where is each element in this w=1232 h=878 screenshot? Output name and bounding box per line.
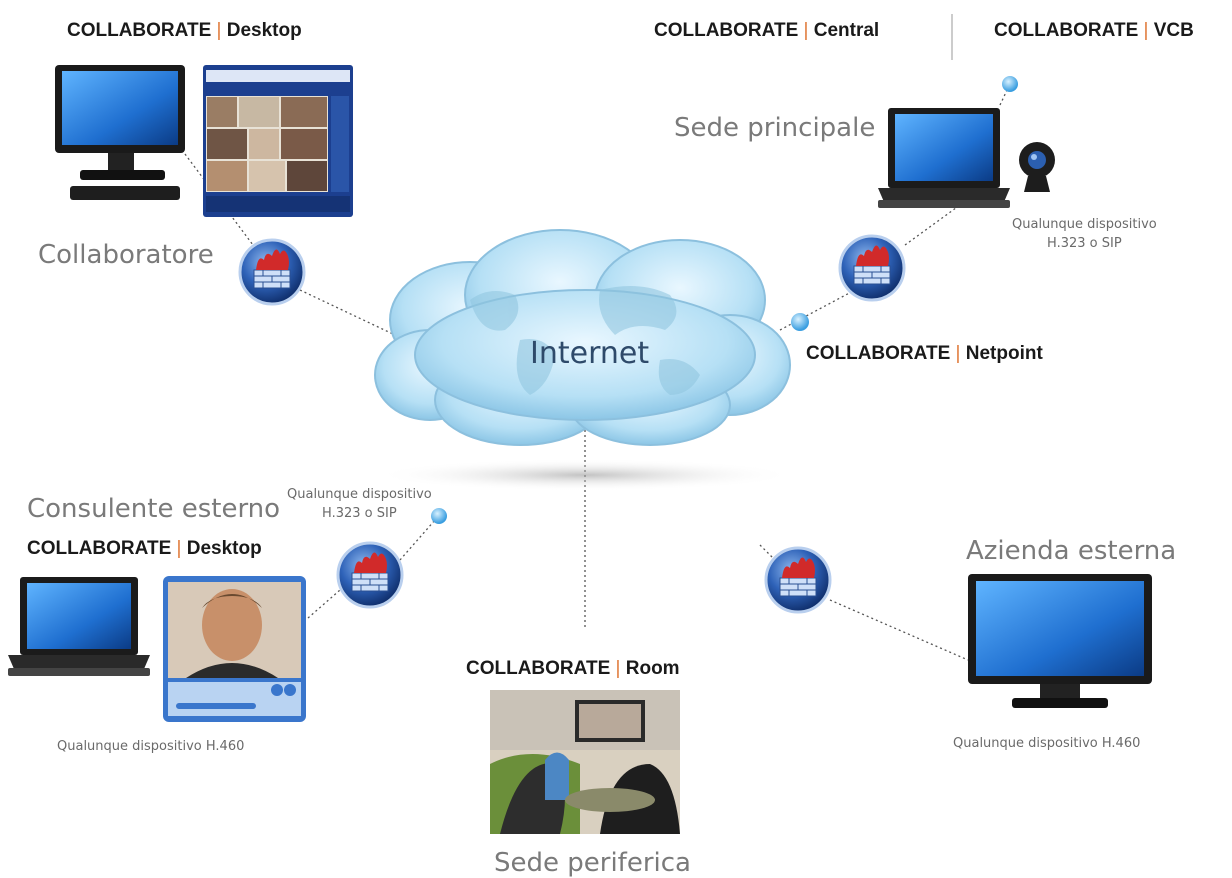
cloud-icon bbox=[374, 229, 791, 446]
video-app-screenshot bbox=[203, 65, 353, 217]
monitor-icon bbox=[55, 65, 185, 200]
laptop-icon bbox=[8, 577, 150, 676]
firewall-icon bbox=[238, 238, 306, 306]
product-label-netpoint: COLLABORATE | Netpoint bbox=[806, 343, 1043, 364]
internet-label: Internet bbox=[530, 336, 650, 371]
note-mid-left: Qualunque dispositivo H.323 o SIP bbox=[287, 487, 432, 521]
place-azienda-esterna: Azienda esterna bbox=[966, 536, 1177, 566]
firewall-icon bbox=[838, 234, 906, 302]
cloud-shadow bbox=[375, 459, 795, 491]
product-label-desktop-top: COLLABORATE | Desktop bbox=[67, 20, 302, 41]
monitor-icon bbox=[968, 574, 1152, 708]
video-call-window bbox=[163, 576, 306, 722]
firewall-icon bbox=[336, 541, 404, 609]
place-sede-periferica: Sede periferica bbox=[494, 848, 691, 878]
place-collaboratore: Collaboratore bbox=[38, 240, 214, 270]
note-bottom-right: Qualunque dispositivo H.460 bbox=[953, 736, 1141, 751]
product-label-vcb: COLLABORATE | VCB bbox=[994, 20, 1194, 41]
place-consulente-esterno: Consulente esterno bbox=[27, 494, 281, 524]
product-label-desktop-bottom: COLLABORATE | Desktop bbox=[27, 538, 262, 559]
product-label-room: COLLABORATE | Room bbox=[466, 658, 680, 679]
product-label-central: COLLABORATE | Central bbox=[654, 20, 880, 41]
place-sede-principale: Sede principale bbox=[674, 113, 876, 143]
connector-dot-icon bbox=[431, 508, 447, 524]
meeting-room-photo bbox=[490, 690, 680, 834]
connector-dot-icon bbox=[791, 313, 809, 331]
laptop-icon bbox=[878, 108, 1010, 208]
connector-dot-icon bbox=[1002, 76, 1018, 92]
note-top-right: Qualunque dispositivo H.323 o SIP bbox=[1012, 217, 1157, 251]
webcam-icon bbox=[1019, 142, 1055, 192]
firewall-icon bbox=[764, 546, 832, 614]
note-bottom-left: Qualunque dispositivo H.460 bbox=[57, 739, 245, 754]
